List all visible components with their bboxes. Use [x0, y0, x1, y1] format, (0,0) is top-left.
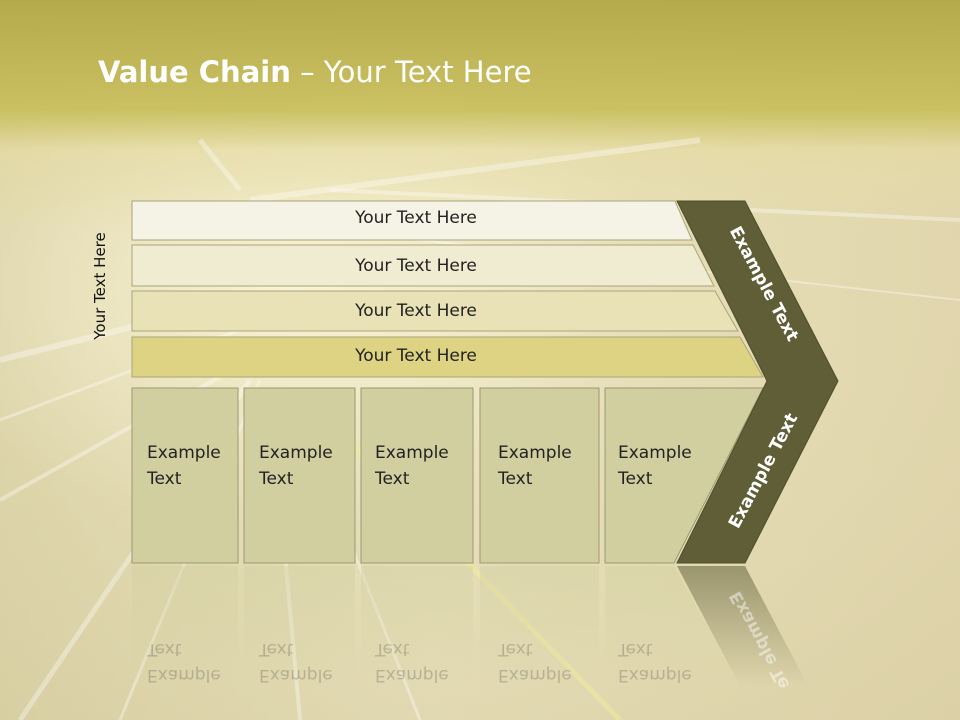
support-row-2-label: Your Text Here: [355, 256, 477, 276]
primary-column-3: [360, 387, 474, 564]
support-row-1: [131, 200, 693, 241]
title-rest: – Your Text Here: [290, 55, 532, 89]
primary-column-1-line2: Text: [147, 469, 182, 489]
primary-column-4: [479, 387, 600, 564]
primary-column-5-line1: Example: [618, 443, 692, 463]
support-row-3: [131, 290, 739, 332]
primary-column-2-line1: Example: [259, 443, 333, 463]
margin-chevron: [676, 200, 839, 564]
title-bold: Value Chain: [98, 55, 291, 89]
support-row-4: [131, 336, 764, 378]
reflection: [132, 566, 808, 686]
support-row-1-label: Your Text Here: [355, 208, 477, 228]
primary-column-3-line1: Example: [375, 443, 449, 463]
support-row-4-label: Your Text Here: [355, 346, 477, 366]
primary-column-2: [243, 387, 356, 564]
primary-column-5-line2: Text: [618, 469, 653, 489]
primary-column-1-line1: Example: [147, 443, 221, 463]
slide-title: Value Chain – Your Text Here: [98, 55, 532, 89]
primary-column-5: [604, 387, 764, 564]
primary-column-4-line2: Text: [498, 469, 533, 489]
primary-column-2-line2: Text: [259, 469, 294, 489]
primary-column-4-line1: Example: [498, 443, 572, 463]
support-row-3-label: Your Text Here: [355, 301, 477, 321]
support-row-2: [131, 244, 715, 287]
primary-column-3-line2: Text: [375, 469, 410, 489]
primary-column-1: [131, 387, 239, 564]
